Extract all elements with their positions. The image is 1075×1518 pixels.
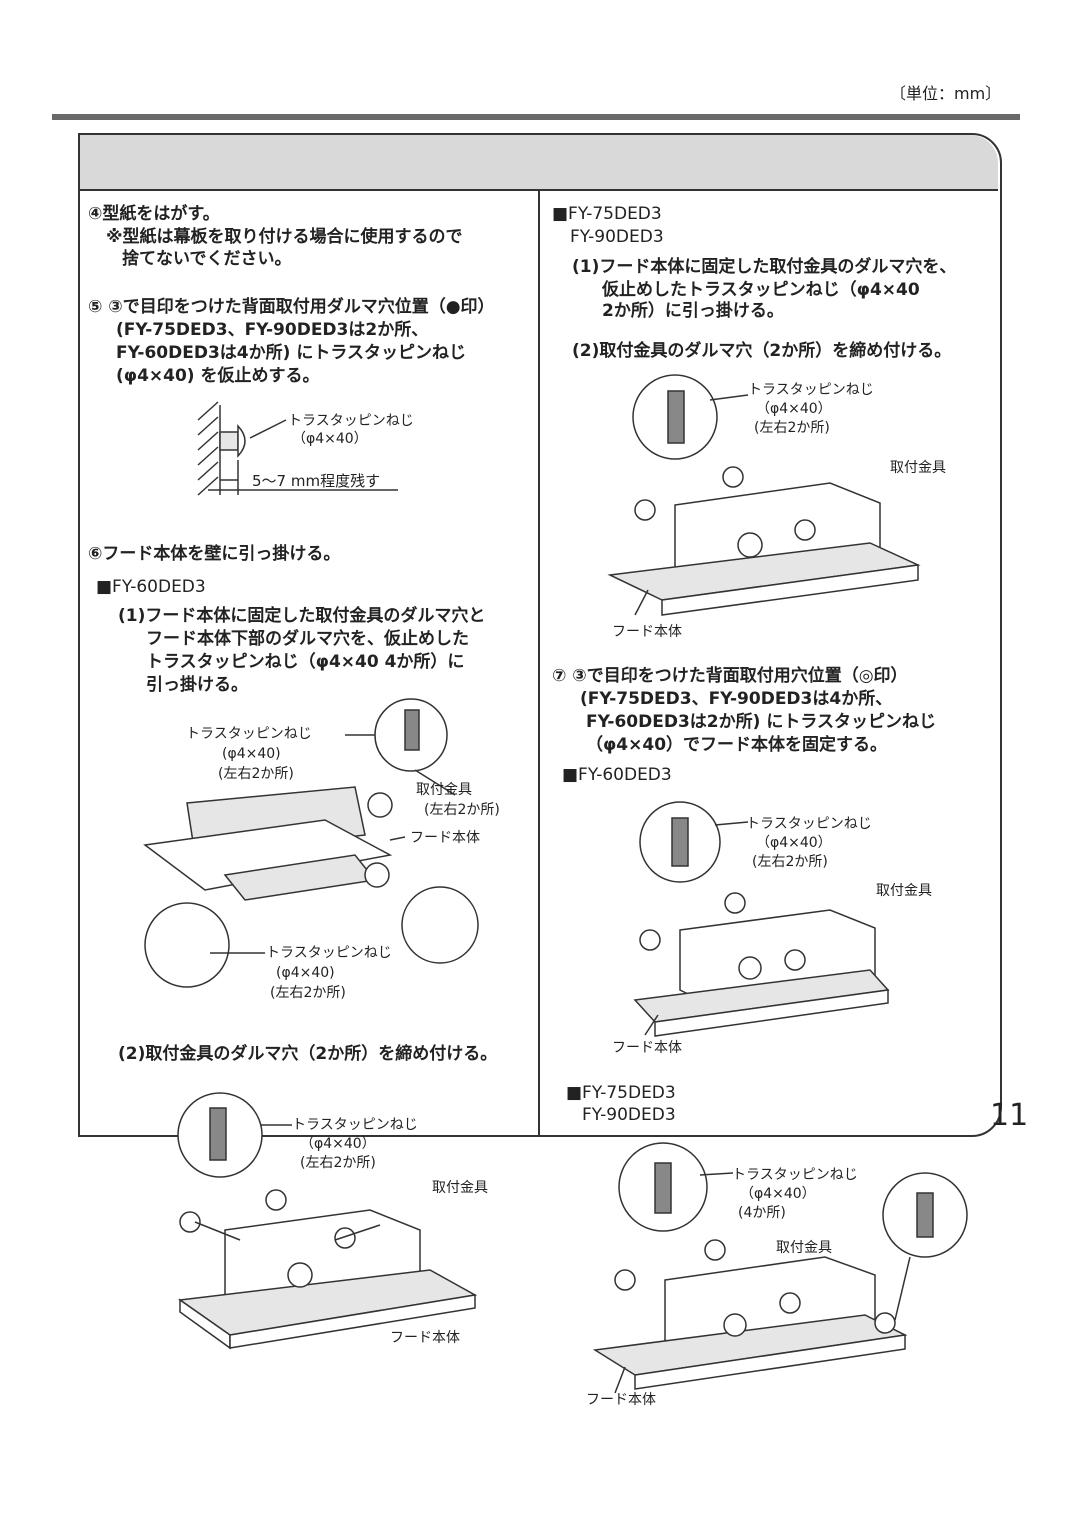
figure-hood: フード本体 (586, 1392, 656, 1408)
figure-screw: トラスタッピンねじ (732, 1167, 858, 1183)
figure-lr2: (左右2か所) (752, 854, 828, 870)
figure2-size: (φ4×40) (276, 965, 335, 981)
figure3-lr2: (左右2か所) (300, 1155, 376, 1171)
figure-hood: フード本体 (612, 1040, 682, 1056)
unit-label: 〔単位：mm〕 (890, 84, 1002, 103)
hood-underside-figure (143, 698, 479, 988)
figure2-screw: トラスタッピンねじ (266, 945, 392, 961)
figure-count: (4か所) (738, 1205, 786, 1221)
figure-hood: フード本体 (410, 830, 480, 846)
hood-75-90-tighten-figure (607, 374, 921, 616)
step4-note: ※型紙は幕板を取り付ける場合に使用するので (106, 227, 463, 247)
step5-text: FY-60DED3は4か所) にトラスタッピンねじ (116, 343, 466, 363)
step7-text: FY-60DED3は2か所) にトラスタッピンねじ (586, 712, 936, 732)
figure-screw-size: (φ4×40) (222, 746, 281, 762)
figure-bracket: 取付金具 (416, 782, 472, 798)
step5-text: (φ4×40) を仮止めする。 (116, 366, 320, 386)
screw-label: トラスタッピンねじ (288, 413, 414, 429)
figure-screw: トラスタッピンねじ (748, 382, 874, 398)
section-header (80, 135, 998, 191)
hood-75-90-fix-figure (592, 1142, 968, 1394)
instruction-text: 2か所）に引っ掛ける。 (602, 301, 784, 321)
screw-size: （φ4×40） (292, 431, 368, 447)
wall-screw-diagram (197, 401, 398, 496)
instruction-text: フード本体下部のダルマ穴を、仮止めした (146, 629, 469, 649)
step7-text: （φ4×40）でフード本体を固定する。 (586, 735, 888, 755)
step4-title: ④型紙をはがす。 (88, 204, 220, 224)
model-label: ■FY-75DED3 (552, 204, 662, 224)
figure-size: （φ4×40） (756, 401, 832, 417)
model-label: FY-90DED3 (570, 227, 664, 247)
step6-title: ⑥フード本体を壁に引っ掛ける。 (88, 544, 341, 564)
figure-bracket-lr2: (左右2か所) (424, 802, 500, 818)
column-divider (538, 191, 540, 1135)
figure-screw: トラスタッピンねじ (746, 816, 872, 832)
figure-bracket: 取付金具 (776, 1240, 832, 1256)
top-rule (52, 114, 1020, 120)
figure-bracket: 取付金具 (890, 460, 946, 476)
page-number: 11 (990, 1098, 1029, 1133)
instruction-text: 引っ掛ける。 (146, 675, 248, 695)
instruction-text: トラスタッピンねじ（φ4×40 4か所）に (146, 652, 465, 672)
model-label: ■FY-60DED3 (96, 577, 206, 597)
model-label: ■FY-60DED3 (562, 765, 672, 785)
model-label: FY-90DED3 (582, 1105, 676, 1125)
hood-60-fix-figure (633, 801, 890, 1037)
figure-lr2: (左右2か所) (218, 766, 294, 782)
model-label: ■FY-75DED3 (566, 1083, 676, 1103)
figure2-lr2: (左右2か所) (270, 985, 346, 1001)
step7-text: (FY-75DED3、FY-90DED3は4か所、 (580, 689, 893, 709)
figure3-size: （φ4×40） (300, 1136, 376, 1152)
figure3-hood: フード本体 (390, 1330, 460, 1346)
figure-bracket: 取付金具 (876, 883, 932, 899)
step4-note: 捨てないでください。 (122, 249, 292, 269)
step5-text: (FY-75DED3、FY-90DED3は2か所、 (116, 320, 429, 340)
hood-tighten-figure (177, 1092, 478, 1350)
instruction-text: 仮止めしたトラスタッピンねじ（φ4×40 (602, 280, 920, 300)
figure-lr2: (左右2か所) (754, 420, 830, 436)
step5-text: ⑤ ③で目印をつけた背面取付用ダルマ穴位置（●印） (88, 297, 495, 317)
dimension-label: 5〜7 mm程度残す (252, 472, 381, 490)
figure3-bracket: 取付金具 (432, 1180, 488, 1196)
instruction-text: (2)取付金具のダルマ穴（2か所）を締め付ける。 (572, 341, 952, 361)
figure-size: （φ4×40） (740, 1186, 816, 1202)
instruction-text: (2)取付金具のダルマ穴（2か所）を締め付ける。 (118, 1044, 498, 1064)
figure3-screw: トラスタッピンねじ (292, 1117, 418, 1133)
instruction-text: (1)フード本体に固定した取付金具のダルマ穴を、 (572, 257, 957, 277)
figure-screw-label: トラスタッピンねじ (186, 726, 312, 742)
step7-text: ⑦ ③で目印をつけた背面取付用穴位置（◎印） (552, 666, 908, 686)
figure-hood: フード本体 (612, 624, 682, 640)
instruction-text: (1)フード本体に固定した取付金具のダルマ穴と (118, 606, 486, 626)
figure-size: （φ4×40） (756, 835, 832, 851)
